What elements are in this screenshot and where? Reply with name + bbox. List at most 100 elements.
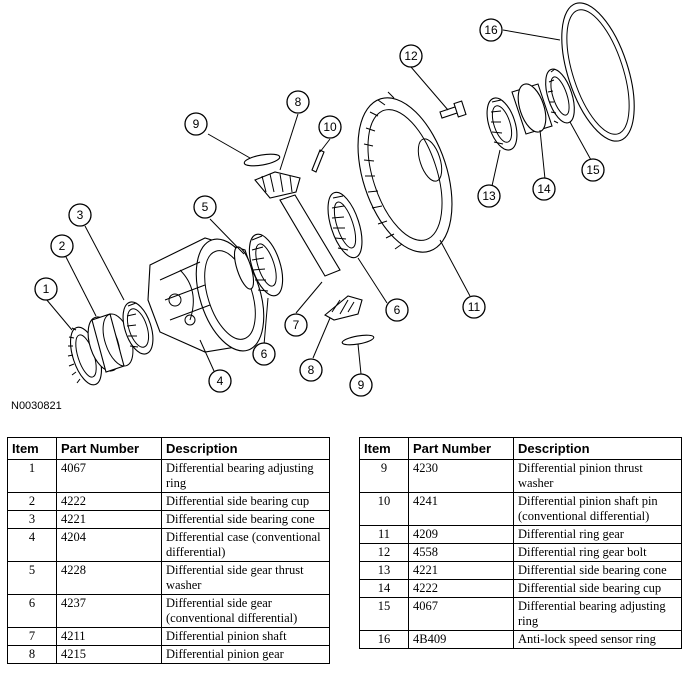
callout-13: 13	[477, 184, 501, 208]
svg-text:9: 9	[358, 378, 365, 392]
svg-text:7: 7	[293, 318, 300, 332]
callout-8-bottom: 8	[299, 358, 323, 382]
item-cell: 16	[359, 630, 409, 649]
leader-lines	[45, 29, 592, 375]
item-cell: 3	[7, 510, 57, 529]
header-item: Item	[359, 437, 409, 460]
description-cell: Differential side gear thrust washer	[161, 561, 330, 595]
callout-2: 2	[50, 234, 74, 258]
item-cell: 2	[7, 492, 57, 511]
ring-gear	[357, 91, 453, 253]
description-cell: Differential side gear (conventional dif…	[161, 594, 330, 628]
svg-text:8: 8	[295, 95, 302, 109]
item-cell: 7	[7, 627, 57, 646]
bearing-cone-right	[486, 97, 518, 151]
item-cell: 10	[359, 492, 409, 526]
adjusting-ring-right	[545, 68, 575, 124]
description-cell: Differential bearing adjusting ring	[513, 597, 682, 631]
callout-4: 4	[208, 369, 232, 393]
svg-text:15: 15	[586, 163, 600, 177]
speed-sensor-ring	[561, 2, 635, 142]
header-part-number: Part Number	[56, 437, 162, 460]
differential-case	[147, 237, 265, 353]
svg-text:10: 10	[323, 120, 337, 134]
item-cell: 14	[359, 579, 409, 598]
svg-text:11: 11	[468, 300, 481, 314]
callout-8-top: 8	[286, 90, 310, 114]
description-cell: Differential ring gear	[513, 525, 682, 544]
callout-9-bottom: 9	[349, 373, 373, 397]
pinion-gear-top	[254, 171, 301, 199]
part-number-cell: 4211	[56, 627, 162, 646]
header-part-number: Part Number	[408, 437, 514, 460]
callout-7: 7	[284, 313, 308, 337]
bearing-cup-right	[511, 83, 553, 135]
part-number-cell: 4209	[408, 525, 514, 544]
callout-1: 1	[34, 277, 58, 301]
part-number-cell: 4558	[408, 543, 514, 562]
item-cell: 11	[359, 525, 409, 544]
part-number-cell: 4230	[408, 459, 514, 493]
side-gear-right	[327, 191, 363, 259]
svg-text:13: 13	[482, 189, 496, 203]
svg-text:8: 8	[308, 363, 315, 377]
svg-text:6: 6	[261, 347, 268, 361]
header-item: Item	[7, 437, 57, 460]
item-cell: 5	[7, 561, 57, 595]
item-cell: 1	[7, 459, 57, 493]
svg-text:3: 3	[77, 208, 84, 222]
svg-text:16: 16	[484, 23, 498, 37]
part-number-cell: 4067	[56, 459, 162, 493]
svg-text:5: 5	[202, 200, 209, 214]
description-cell: Differential ring gear bolt	[513, 543, 682, 562]
description-cell: Differential pinion gear	[161, 645, 330, 664]
part-number-cell: 4222	[56, 492, 162, 511]
svg-text:12: 12	[404, 49, 418, 63]
callout-6-right: 6	[385, 298, 409, 322]
bearing-cone-left	[122, 301, 154, 355]
item-cell: 9	[359, 459, 409, 493]
pinion-gear-bottom	[324, 295, 363, 321]
callout-12: 12	[399, 44, 423, 68]
callout-5: 5	[193, 195, 217, 219]
figure-id: N0030821	[11, 400, 62, 412]
ring-gear-bolt	[439, 100, 467, 119]
svg-text:6: 6	[394, 303, 401, 317]
pinion-washer-top	[243, 153, 281, 167]
svg-text:4: 4	[217, 374, 224, 388]
exploded-view-diagram: 1 2 3 4 5 6 6 7 8 8 9 9 10 11 12 13 14 1…	[34, 2, 635, 397]
part-number-cell: 4228	[56, 561, 162, 595]
part-number-cell: 4237	[56, 594, 162, 628]
description-cell: Differential side bearing cup	[161, 492, 330, 511]
part-number-cell: 4B409	[408, 630, 514, 649]
side-gear-left	[248, 233, 284, 297]
item-cell: 6	[7, 594, 57, 628]
description-cell: Differential bearing adjusting ring	[161, 459, 330, 493]
bearing-cup-left	[87, 313, 134, 373]
part-number-cell: 4221	[56, 510, 162, 529]
description-cell: Differential pinion shaft	[161, 627, 330, 646]
description-cell: Differential side bearing cup	[513, 579, 682, 598]
callout-15: 15	[581, 158, 605, 182]
svg-text:14: 14	[537, 182, 551, 196]
header-description: Description	[513, 437, 682, 460]
callout-16: 16	[479, 18, 503, 42]
pinion-washer-bottom	[341, 334, 375, 346]
item-cell: 8	[7, 645, 57, 664]
header-description: Description	[161, 437, 330, 460]
table-header-row: Item Part Number Description	[359, 437, 682, 460]
description-cell: Differential case (conventional differen…	[161, 528, 330, 562]
part-number-cell: 4215	[56, 645, 162, 664]
callout-10: 10	[318, 115, 342, 139]
callout-9-top: 9	[184, 112, 208, 136]
pinion-shaft-pin	[311, 149, 325, 173]
